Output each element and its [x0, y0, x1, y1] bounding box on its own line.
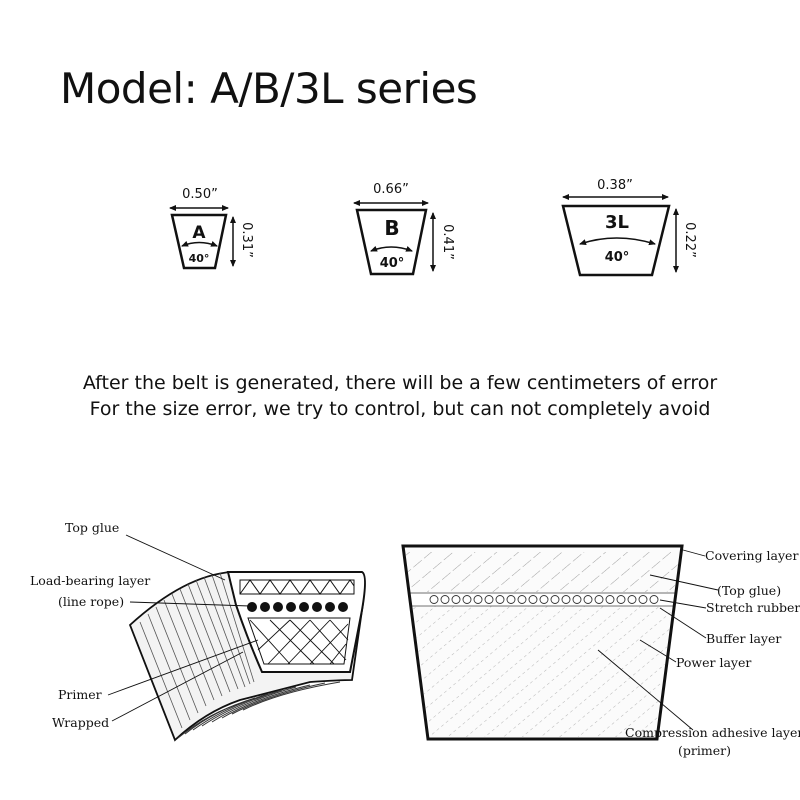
profile-3l-angle: 40°: [605, 250, 630, 265]
belt-structure-drawing: [107, 534, 366, 742]
label-primer-2: (primer): [678, 743, 731, 758]
label-power-layer: Power layer: [676, 655, 751, 670]
label-buffer-layer: Buffer layer: [706, 631, 781, 646]
profile-a-name: A: [192, 223, 206, 243]
page-title: Model: A/B/3L series: [60, 64, 478, 113]
profile-a-width: 0.50”: [182, 187, 218, 202]
label-covering-layer: Covering layer: [705, 548, 798, 563]
label-wrapped: Wrapped: [52, 715, 109, 730]
profile-3l: 0.38” 3L 40° 0.22”: [561, 178, 697, 277]
error-note-line-1: After the belt is generated, there will …: [82, 372, 718, 394]
profile-a: 0.50” A 40° 0.31”: [169, 187, 254, 270]
profile-b-height: 0.41”: [440, 224, 455, 260]
profile-3l-width: 0.38”: [597, 178, 633, 193]
label-compression-layer: Compression adhesive layer: [625, 725, 800, 740]
profile-b-width: 0.66”: [373, 182, 409, 197]
profile-3l-height: 0.22”: [682, 222, 697, 258]
profile-a-height: 0.31”: [239, 222, 254, 258]
profile-b-angle: 40°: [380, 256, 405, 271]
label-stretch-rubber: Stretch rubber: [706, 600, 800, 615]
profile-b-name: B: [384, 216, 399, 240]
profile-3l-name: 3L: [605, 212, 629, 233]
profile-b: 0.66” B 40° 0.41”: [353, 182, 455, 276]
label-load-bearing: Load-bearing layer: [30, 573, 150, 588]
belt-cross-section: [401, 544, 719, 741]
label-top-glue: Top glue: [65, 520, 119, 535]
label-top-glue-2: (Top glue): [717, 583, 781, 598]
label-line-rope: (line rope): [58, 594, 124, 609]
profile-a-angle: 40°: [189, 252, 210, 265]
label-primer: Primer: [58, 687, 102, 702]
error-note-line-2: For the size error, we try to control, b…: [89, 398, 711, 420]
